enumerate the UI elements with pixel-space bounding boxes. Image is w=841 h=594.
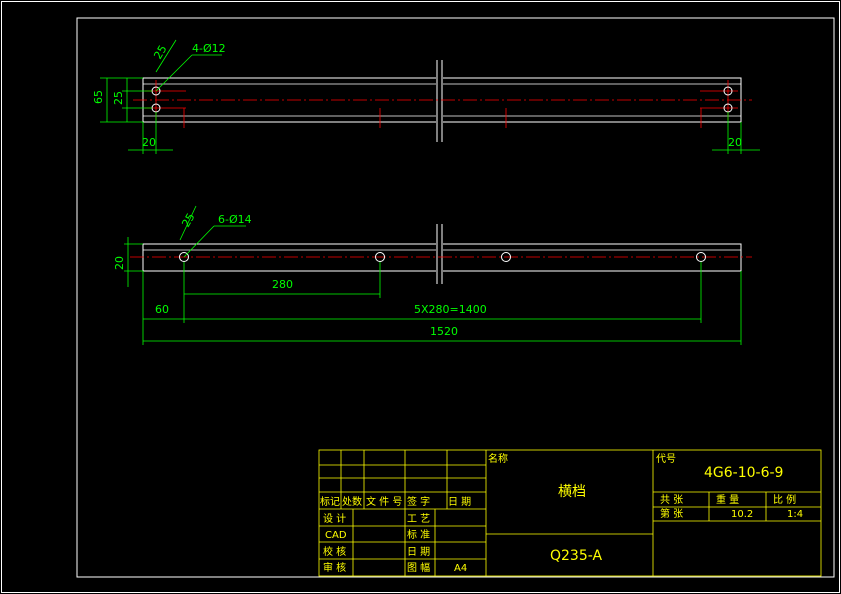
tb-weight-value: 10.2 — [731, 509, 753, 520]
top-leader-line — [155, 54, 193, 92]
tb-sheet-size: A4 — [454, 563, 467, 574]
top-hole-callout: 4-Ø12 — [192, 42, 226, 55]
dim-overall-height-label: 65 — [92, 90, 105, 104]
dim-overall-label: 1520 — [430, 325, 458, 338]
front-leader-angle-label: 25 — [179, 211, 197, 230]
tb-name-label: 名称 — [488, 452, 508, 465]
dim-pitch-label: 280 — [272, 278, 293, 291]
front-view-hole — [375, 252, 385, 262]
top-leader-angle-label: 25 — [151, 43, 169, 62]
tb-header-doc-no: 文 件 号 — [366, 495, 402, 508]
tb-row-design: 设 计 — [323, 512, 346, 525]
tb-row-standard: 标 准 — [407, 529, 430, 541]
tb-row-process: 工 艺 — [407, 513, 430, 525]
tb-label-total-sheets: 共 张 — [660, 494, 683, 506]
title-block — [318, 449, 822, 577]
top-view-break-gap — [436, 62, 443, 142]
tb-part-name: 横档 — [558, 484, 586, 500]
tb-row-date: 日 期 — [407, 546, 430, 558]
tb-header-count: 处数 — [342, 495, 362, 508]
dim-hole-spacing-label: 25 — [112, 91, 125, 105]
front-view-hole — [501, 252, 511, 262]
tb-row-cad: CAD — [325, 530, 347, 541]
dim-front-height-label: 20 — [113, 256, 126, 270]
dim-right-edge-label: 20 — [728, 136, 742, 149]
tb-material: Q235-A — [550, 548, 602, 564]
tb-row-check: 校 核 — [323, 545, 346, 558]
tb-code-label: 代号 — [656, 453, 676, 465]
tb-label-sheet: 第 张 — [660, 507, 683, 520]
dim-pattern-label: 5X280=1400 — [414, 303, 487, 316]
tb-header-date: 日 期 — [448, 496, 471, 508]
top-leader-angle-ref — [155, 39, 177, 73]
front-view: 20 280 60 5X280=1400 1520 25 6-Ø14 — [113, 205, 752, 345]
front-leader-angle-ref — [179, 205, 197, 241]
tb-label-weight: 重 量 — [716, 493, 739, 506]
inner-frame — [76, 17, 835, 578]
front-view-hole — [179, 252, 189, 262]
dim-left-edge-label: 20 — [142, 136, 156, 149]
title-block-frame — [318, 449, 822, 577]
front-leader-line — [183, 225, 215, 258]
tb-drawing-code: 4G6-10-6-9 — [704, 465, 783, 481]
front-hole-callout: 6-Ø14 — [218, 213, 252, 226]
top-view: 65 25 20 20 25 4-Ø12 — [92, 39, 760, 154]
tb-label-scale: 比 例 — [773, 493, 796, 506]
tb-scale-value: 1:4 — [787, 509, 803, 520]
tb-header-mark: 标记 — [320, 496, 340, 508]
front-view-break-gap — [436, 226, 443, 284]
dim-end-offset-label: 60 — [155, 303, 169, 316]
top-view-hole — [723, 86, 733, 96]
tb-row-review: 审 核 — [323, 561, 346, 574]
title-block-text: 标记 处数 文 件 号 签 字 日 期 设 计 CAD 校 核 审 核 工 艺 … — [320, 452, 803, 574]
tb-header-sign: 签 字 — [407, 495, 430, 508]
front-view-hole — [696, 252, 706, 262]
tb-row-drawing-size-label: 图 幅 — [407, 561, 430, 574]
